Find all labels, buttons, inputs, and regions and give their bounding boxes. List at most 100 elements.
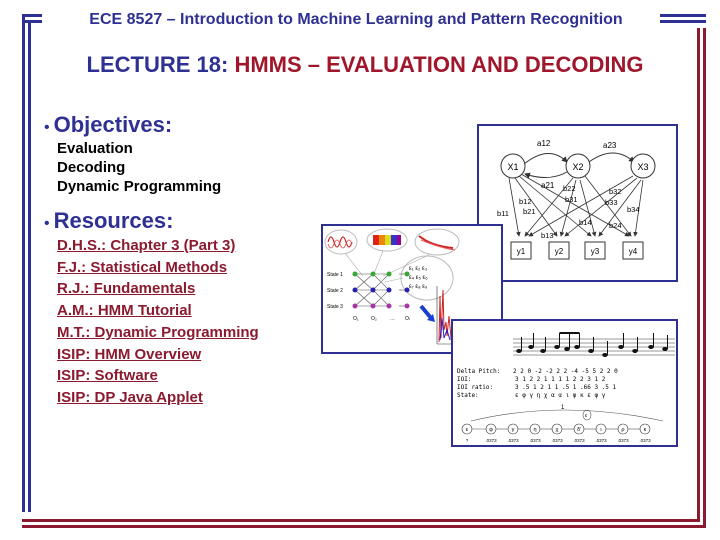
bullet-icon: •	[44, 215, 50, 232]
observation-box	[548, 241, 570, 260]
observation-box	[584, 241, 606, 260]
matrix-row: ε₇ ε₈ ε₉	[409, 284, 428, 290]
state-node	[565, 153, 591, 179]
lecture-title: LECTURE 18: HMMS – EVALUATION AND DECODI…	[40, 52, 690, 78]
music-notes	[516, 332, 668, 357]
music-figure: Delta Pitch: 2 2 0 -2 -2 2 2 -4 -5 5 2 2…	[451, 319, 678, 447]
emission-label: b22	[563, 184, 576, 193]
music-svg: Delta Pitch: 2 2 0 -2 -2 2 2 -4 -5 5 2 2…	[457, 332, 675, 443]
hmm-diagram-figure: X1 X2 X3 a12 a21 a23 b11 b12 b14 b21 b22…	[477, 124, 678, 282]
time-label: O₁	[353, 316, 359, 322]
chain-prob: .0373	[507, 438, 519, 443]
observation-box	[510, 241, 532, 260]
hmm-diagram-svg: X1 X2 X3 a12 a21 a23 b11 b12 b14 b21 b22…	[497, 139, 656, 260]
chain-state-label: χ	[556, 427, 559, 433]
resource-link-isip-dp[interactable]: ISIP: DP Java Applet	[57, 388, 203, 406]
frame-bottom-line-inner	[22, 519, 700, 522]
chain-state-label: φ	[489, 427, 493, 433]
emission-label: b33	[605, 198, 618, 207]
music-row-label: State:	[457, 392, 479, 399]
music-row-label: IOI ratio:	[457, 384, 493, 391]
chain-state	[551, 423, 563, 435]
state-label: X2	[572, 162, 583, 172]
emission-label: b21	[523, 207, 536, 216]
emission-label: b24	[609, 221, 622, 230]
chain-state	[595, 423, 607, 435]
music-row-label: Delta Pitch:	[457, 368, 500, 375]
resources-list: D.H.S.: Chapter 3 (Part 3) F.J.: Statist…	[57, 235, 259, 409]
observation-label: y3	[591, 247, 600, 256]
chain-prob: .0373	[617, 438, 629, 443]
observation-label: y2	[555, 247, 564, 256]
chain-prob: .0373	[639, 438, 651, 443]
state-node	[630, 153, 656, 179]
resource-link-am[interactable]: A.M.: HMM Tutorial	[57, 302, 192, 320]
emission-label: b11	[497, 209, 509, 218]
resource-link-dhs[interactable]: D.H.S.: Chapter 3 (Part 3)	[57, 237, 236, 254]
music-row-values: ε φ γ η χ α α ι ψ κ ε φ γ	[515, 392, 606, 399]
chain-prob: .0373	[573, 438, 585, 443]
state-label: X3	[637, 162, 648, 172]
music-row-label: IOI:	[457, 376, 471, 383]
chain-prob: ?	[466, 438, 469, 443]
objectives-heading-row: •Objectives:	[44, 112, 221, 138]
time-label: Oₜ	[405, 316, 411, 322]
state-row-label: State 3	[327, 304, 343, 310]
resources-heading: Resources:	[53, 208, 174, 233]
lecture-topic: HMMS – EVALUATION AND DECODING	[234, 52, 644, 77]
resource-link-rj[interactable]: R.J.: Fundamentals	[57, 280, 196, 298]
decay-bubble	[414, 228, 460, 256]
chain-state-label: ι	[600, 427, 602, 433]
chain-prob: .0373	[485, 438, 497, 443]
resource-link-fj[interactable]: F.J.: Statistical Methods	[57, 258, 228, 276]
emission-label: b14	[579, 218, 592, 227]
time-label: …	[390, 316, 395, 322]
chain-prob: .0373	[551, 438, 563, 443]
observation-box	[622, 241, 644, 260]
resources-heading-row: •Resources:	[44, 208, 259, 234]
chain-state-label: ρ	[621, 427, 624, 433]
music-row-values: 3 .5 1 2 1 1 .5 1 .66 3 .5 1	[515, 384, 617, 391]
emission-label: b34	[627, 205, 640, 214]
time-label: O₂	[371, 316, 377, 322]
observation-label: y1	[517, 247, 526, 256]
chain-state	[461, 423, 473, 435]
state-row-label: State 1	[327, 272, 343, 278]
resource-link-isip-hmm[interactable]: ISIP: HMM Overview	[57, 345, 202, 363]
lecture-number: LECTURE 18:	[86, 52, 235, 77]
chain-prob: .0373	[529, 438, 541, 443]
emission-label: b13	[541, 231, 554, 240]
objective-item: Dynamic Programming	[57, 178, 222, 195]
state-row-label: State 2	[327, 288, 343, 294]
frame-right-line-inner	[697, 28, 700, 522]
chain-state	[639, 423, 651, 435]
matrix-row: ε₁ ε₂ ε₃	[409, 266, 428, 272]
objectives-list: Evaluation Decoding Dynamic Programming	[57, 139, 221, 196]
bullet-icon: •	[44, 119, 50, 136]
music-row-values: 3 1 2 2 1 1 1 1 2 2 3 1 2	[515, 376, 606, 383]
emission-label: b31	[565, 195, 578, 204]
matrix-row: ε₄ ε₅ ε₆	[409, 275, 428, 281]
resources-section: •Resources: D.H.S.: Chapter 3 (Part 3) F…	[44, 208, 259, 409]
frame-left-line-inner	[28, 20, 31, 512]
chain-state	[573, 423, 585, 435]
resource-link-isip-software[interactable]: ISIP: Software	[57, 367, 158, 385]
state-label: X1	[507, 162, 518, 172]
transition-label: a21	[541, 181, 555, 190]
emission-label: b12	[519, 197, 532, 206]
course-title: ECE 8527 – Introduction to Machine Learn…	[89, 11, 623, 28]
chain-state-label: ε	[466, 427, 469, 433]
chain-state	[617, 423, 629, 435]
resource-link-mt[interactable]: M.T.: Dynamic Programming	[57, 323, 259, 341]
chain-prob: .0373	[595, 438, 607, 443]
chain-state-label: δ'	[577, 427, 581, 433]
chain-state	[507, 423, 519, 435]
frame-right-line-outer	[703, 28, 706, 528]
frame-left-line-outer	[22, 14, 25, 512]
chain-state-label: η	[533, 427, 536, 433]
objectives-section: •Objectives: Evaluation Decoding Dynamic…	[44, 112, 221, 196]
objectives-heading: Objectives:	[53, 112, 173, 137]
frame-top-left-line-1	[22, 14, 42, 17]
chain-state-label: κ	[644, 427, 647, 433]
trellis-figure: ε₁ ε₂ ε₃ ε₄ ε₅ ε₆ ε₇ ε₈ ε₉ State 1 State…	[321, 224, 503, 354]
